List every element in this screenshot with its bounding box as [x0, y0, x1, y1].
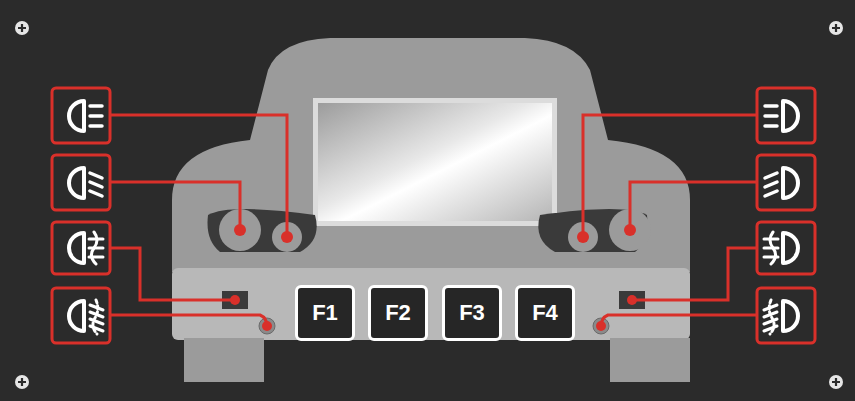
key-label: F2 — [385, 302, 411, 324]
key-label: F3 — [459, 302, 485, 324]
leader-lines — [110, 115, 757, 326]
function-key: F1 — [295, 285, 355, 341]
key-label: F4 — [532, 302, 558, 324]
function-key: F2 — [368, 285, 428, 341]
function-key: F3 — [442, 285, 502, 341]
lamp-icon-boxes — [52, 88, 815, 343]
key-label: F1 — [312, 302, 338, 324]
function-key: F4 — [515, 285, 575, 341]
